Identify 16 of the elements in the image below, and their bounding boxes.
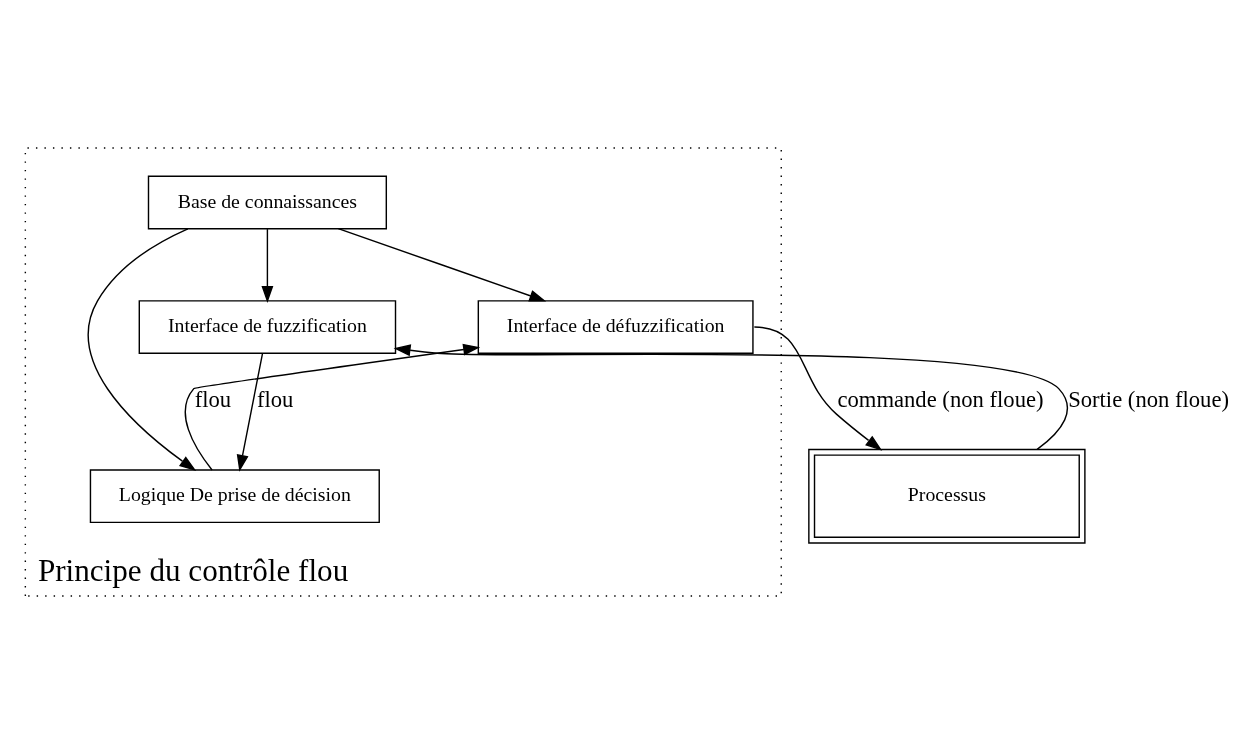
node-box: Processus [808, 448, 1086, 544]
arrow [236, 352, 264, 472]
arrow [337, 228, 547, 302]
edge-label: flou [256, 386, 294, 412]
arrow [393, 344, 1069, 451]
node-box: Interface de défuzzification [477, 300, 754, 354]
arrow [753, 326, 883, 451]
edge-label: commande (non floue) [837, 386, 1044, 412]
node-box: Interface de fuzzification [138, 300, 397, 354]
node-box: Base de connaissances [147, 175, 387, 230]
edge-label: Sortie (non floue) [1068, 386, 1230, 412]
arrow [87, 228, 197, 471]
node-box: Logique De prise de décision [89, 469, 380, 524]
arrow [261, 228, 274, 303]
arrow [184, 343, 481, 471]
edge-label: flou [194, 386, 232, 412]
